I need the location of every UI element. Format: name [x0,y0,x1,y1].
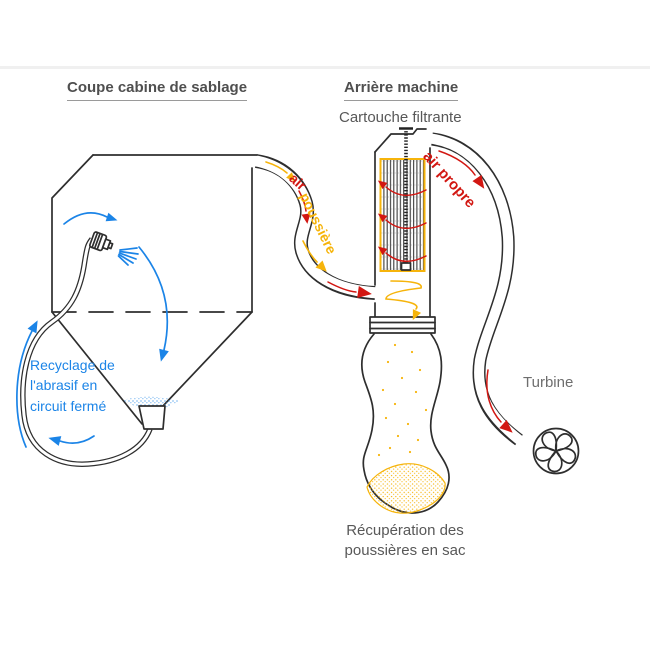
dusty-air-arrows [265,161,372,298]
filter-housing [369,128,436,334]
clean-air-duct [426,132,529,450]
filtration-arrows [377,180,427,262]
airflow-arrows-blue [16,211,169,448]
abrasive-collector [138,405,166,430]
dust-bag [360,333,450,514]
abrasive-spray [117,247,139,266]
dust-recovery-label: Récupération des poussières en sac [344,522,466,560]
blast-gun [88,231,114,252]
blasting-cabin [51,154,258,425]
filter-cartridge [377,127,427,321]
falling-dust [377,343,428,457]
hopper-left-wall [51,311,143,425]
abrasive-recycling-label: Recyclage de l'abrasif en circuit fermé [30,357,115,414]
turbine-fan [532,427,580,475]
cabin-section-title: Coupe cabine de sablage [67,79,248,101]
dust-pile [366,463,446,514]
turbine-label: Turbine [523,374,574,391]
bag-collar [369,316,436,334]
dust-settling-arrow [385,280,422,321]
hopper-right-wall [161,311,253,408]
filter-cartridge-label: Cartouche filtrante [339,109,462,126]
machine-rear-title: Arrière machine [344,79,459,101]
top-divider [0,66,650,69]
abrasive-hose [20,237,153,467]
clean-air-arrows [438,150,513,433]
